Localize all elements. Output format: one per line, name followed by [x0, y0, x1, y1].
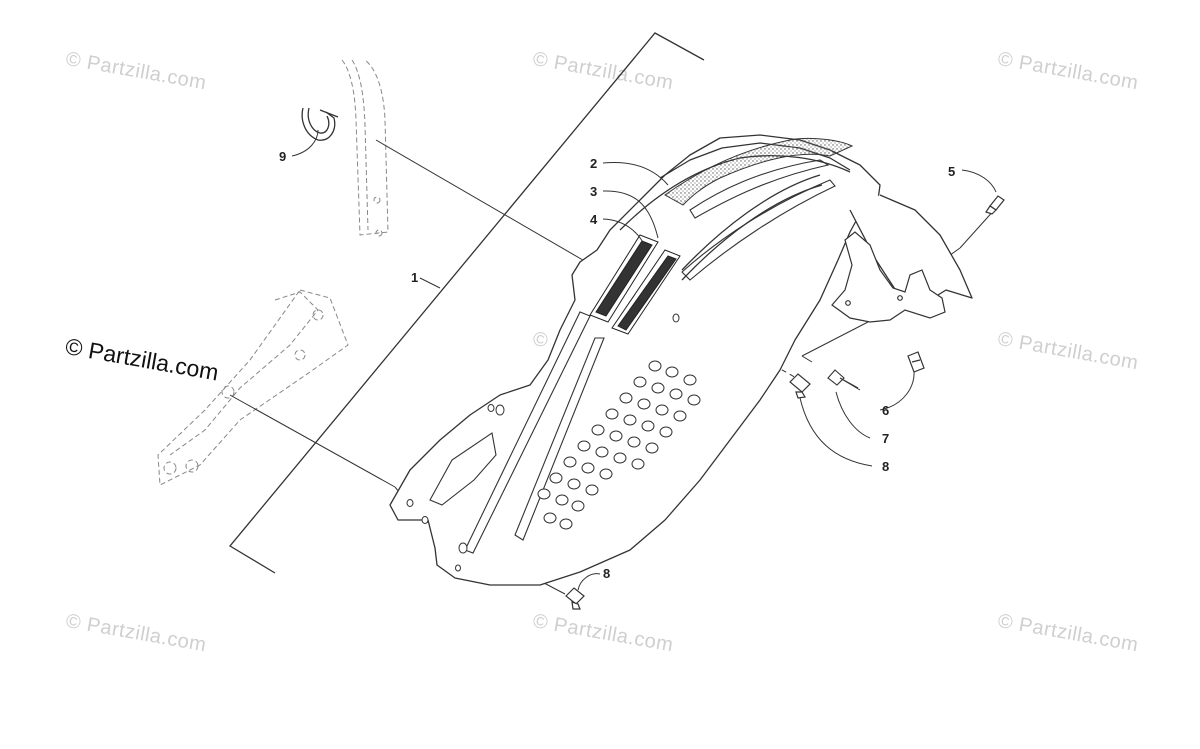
assembly-boundary-line	[229, 32, 705, 574]
fender-holes	[406, 313, 680, 572]
callout-2: 2	[590, 156, 597, 171]
frame-rail-lower	[157, 289, 349, 486]
callout-9: 9	[279, 149, 286, 164]
callout-3: 3	[590, 184, 597, 199]
warning-decals	[589, 234, 681, 335]
bolt-8-upper	[789, 373, 811, 399]
reflective-strip	[664, 137, 854, 206]
callout-leaders	[291, 129, 997, 591]
rear-flap	[831, 231, 946, 323]
callout-7: 7	[882, 431, 889, 446]
frame-rail-top	[341, 59, 389, 237]
nut-6	[907, 351, 925, 373]
callout-1: 1	[411, 270, 418, 285]
rivet-7	[827, 369, 859, 389]
callout-6: 6	[882, 403, 889, 418]
callout-4: 4	[590, 212, 598, 227]
clip-9	[301, 107, 339, 141]
bolt-8-lower	[565, 587, 585, 610]
callout-8-upper: 8	[882, 459, 889, 474]
callout-5: 5	[948, 164, 955, 179]
dimple-pattern	[537, 360, 701, 530]
fender-slots	[429, 159, 836, 554]
bolt-5	[985, 195, 1005, 215]
callout-8-lower: 8	[603, 566, 610, 581]
